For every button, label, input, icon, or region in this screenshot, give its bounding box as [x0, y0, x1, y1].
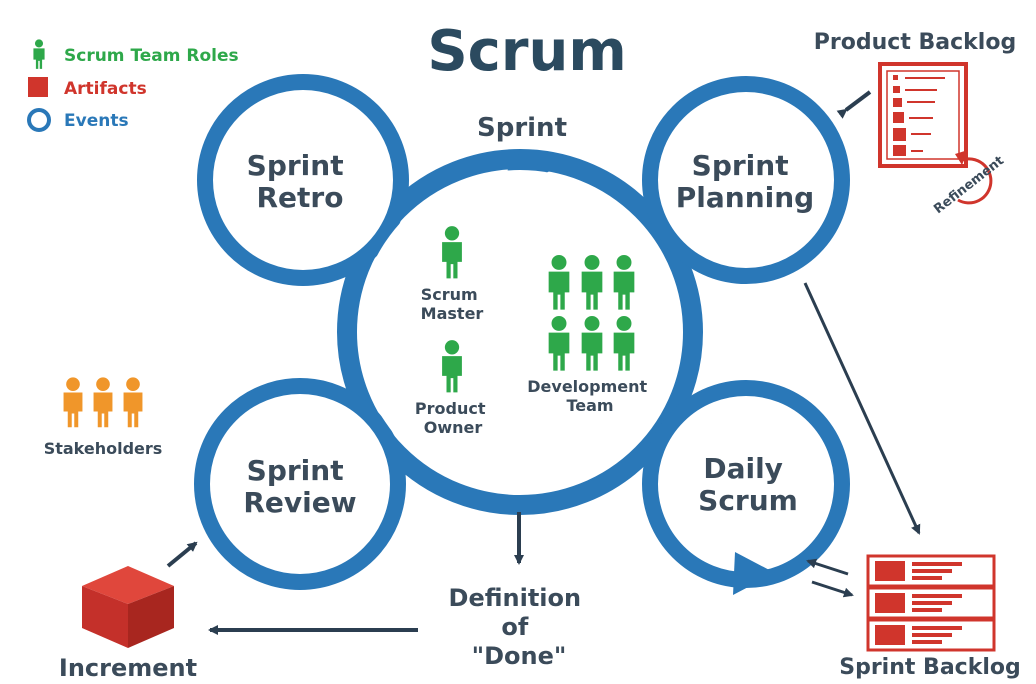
server-stack-icon: [866, 554, 996, 652]
backlog-exchange-arrow-1: [806, 558, 849, 576]
artifact-increment: Increment: [59, 541, 198, 682]
role-product-owner: Product Owner: [415, 340, 491, 437]
svg-text:Sprint Retro: Sprint Retro: [247, 149, 354, 214]
sprint-planning-label-1: Sprint: [692, 149, 789, 182]
svg-text:Sprint Review: Sprint Review: [243, 454, 356, 519]
legend: Scrum Team Roles Artifacts Events: [27, 39, 239, 132]
sprint-review-label-1: Sprint: [247, 454, 344, 487]
svg-text:Development Team: Development Team: [527, 377, 652, 415]
legend-artifacts-label: Artifacts: [64, 79, 147, 99]
svg-text:Product Owner: Product Owner: [415, 399, 491, 437]
person-icon: [93, 377, 113, 428]
daily-scrum-arrowhead: [733, 552, 775, 595]
sprint-retro-label-2: Retro: [257, 181, 344, 214]
refinement-loop: [957, 157, 993, 205]
sprint-label: Sprint: [477, 113, 567, 143]
cube-icon: [82, 566, 174, 648]
scrum-master-label-2: Master: [421, 304, 484, 323]
event-sprint-retro: Sprint Retro: [197, 74, 409, 286]
stakeholders-label: Stakeholders: [44, 439, 163, 458]
person-icon: [63, 377, 83, 428]
dev-team-label-2: Team: [566, 396, 613, 415]
person-icon: [123, 377, 143, 428]
svg-text:Scrum Master: Scrum Master: [421, 285, 484, 323]
sprint-retro-label-1: Sprint: [247, 149, 344, 182]
sprint-backlog-label: Sprint Backlog: [839, 655, 1021, 680]
event-sprint-review: Sprint Review: [194, 378, 406, 590]
svg-text:Daily Scrum: Daily Scrum: [698, 452, 798, 517]
product-owner-label-1: Product: [415, 399, 486, 418]
circle-icon: [27, 108, 51, 132]
dod-label-1: Definition: [449, 584, 582, 612]
dev-team-label-1: Development: [527, 377, 647, 396]
artifact-sprint-backlog: Sprint Backlog: [806, 554, 1021, 680]
role-scrum-master: Scrum Master: [421, 226, 484, 323]
increment-to-review-arrow: [166, 541, 198, 568]
product-owner-label-2: Owner: [424, 418, 483, 437]
page-title: Scrum: [427, 19, 626, 84]
event-sprint-planning: Sprint Planning: [642, 76, 850, 284]
legend-artifacts: Artifacts: [28, 77, 147, 99]
person-icon: [33, 39, 45, 69]
legend-roles-label: Scrum Team Roles: [64, 46, 239, 66]
sprint-review-label-2: Review: [243, 486, 356, 519]
svg-text:Definition of "Don: Definition of "Done": [449, 584, 590, 670]
role-development-team: Development Team: [527, 254, 652, 415]
square-icon: [28, 77, 48, 97]
daily-scrum-label-2: Scrum: [698, 484, 798, 517]
role-stakeholders: Stakeholders: [44, 377, 163, 458]
dod-label-3: "Done": [472, 642, 567, 670]
event-daily-scrum: Daily Scrum: [642, 380, 850, 595]
product-backlog-label: Product Backlog: [814, 30, 1016, 55]
dod-label-2: of: [501, 613, 528, 641]
sprint-planning-label-2: Planning: [676, 181, 814, 214]
legend-events: Events: [27, 108, 129, 132]
document-icon: [878, 62, 968, 168]
planning-to-backlog-arrow: [803, 282, 921, 535]
daily-scrum-label-1: Daily: [703, 452, 783, 485]
definition-of-done: Definition of "Done": [208, 512, 590, 670]
legend-events-label: Events: [64, 111, 129, 131]
backlog-exchange-arrow-2: [811, 580, 854, 598]
scrum-master-label-1: Scrum: [421, 285, 478, 304]
increment-label: Increment: [59, 654, 197, 682]
svg-text:Sprint Planning: Sprint Planning: [676, 149, 814, 214]
legend-roles: Scrum Team Roles: [33, 39, 239, 69]
